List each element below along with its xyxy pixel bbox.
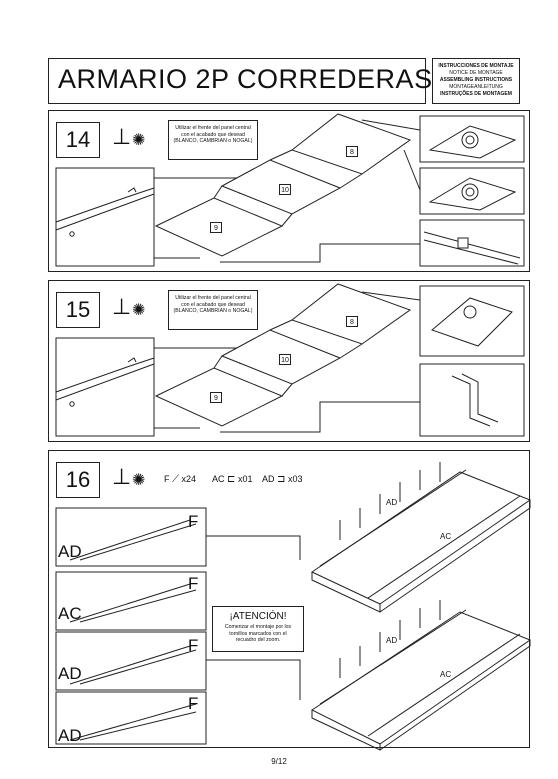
hardware-ad-qty: x03 <box>287 474 303 484</box>
step-14-note: Utilizar el frente del panel central con… <box>168 120 258 160</box>
screw-icon: ⊥ <box>112 464 132 489</box>
hardware-ad: AD ⊐ x03 <box>262 474 302 485</box>
attention-box: ¡ATENCIÓN! Comenzar el montaje por los t… <box>212 606 304 652</box>
callout-ad: AD <box>58 542 82 561</box>
dowel-icon: ✺ <box>132 472 146 489</box>
part-label-8: 8 <box>346 316 358 327</box>
page-number: 9/12 <box>271 757 287 766</box>
bracket-icon: ⊏ <box>227 474 236 485</box>
drawing-label-ac: AC <box>440 532 452 541</box>
title-box <box>48 58 426 104</box>
drawing-label-ac: AC <box>440 670 452 679</box>
hardware-ac-qty: x01 <box>237 474 253 484</box>
hardware-ac: AC ⊏ x01 <box>212 474 252 485</box>
lang-fr: NOTICE DE MONTAGE <box>449 70 503 76</box>
hardware-ad-code: AD <box>262 474 275 484</box>
screw-icon: ⟋ <box>172 474 180 485</box>
attention-text: Comenzar el montaje por los tornillos ma… <box>224 624 292 643</box>
callout-f: F <box>188 512 199 531</box>
step-16-number: 16 <box>56 462 100 498</box>
callout-ad: AD <box>58 726 82 745</box>
step-14-number: 14 <box>56 122 100 158</box>
hardware-f: F ⟋ x24 <box>164 474 196 485</box>
part-label-9: 9 <box>210 392 222 403</box>
hardware-ac-code: AC <box>212 474 225 484</box>
dowel-icon: ✺ <box>132 302 146 319</box>
callout-ad: AD <box>58 664 82 683</box>
language-box: INSTRUCCIONES DE MONTAJE NOTICE DE MONTA… <box>432 58 520 104</box>
part-label-10: 10 <box>279 184 291 195</box>
callout-ac: AC <box>58 604 82 623</box>
hardware-f-code: F <box>164 474 170 484</box>
lang-es: INSTRUCCIONES DE MONTAJE <box>438 63 514 69</box>
callout-f: F <box>188 636 199 655</box>
dowel-icon: ✺ <box>132 132 146 149</box>
screw-icon: ⊥ <box>112 294 132 319</box>
callout-f: F <box>188 694 199 713</box>
part-label-8: 8 <box>346 146 358 157</box>
drawing-label-ad: AD <box>386 636 398 645</box>
bracket-icon: ⊐ <box>277 474 286 485</box>
step-15-note: Utilizar el frente del panel central con… <box>168 290 258 330</box>
attention-title: ¡ATENCIÓN! <box>229 611 287 622</box>
lang-de: MONTAGEANLEITUNG <box>449 84 503 90</box>
step-15-number: 15 <box>56 292 100 328</box>
part-label-9: 9 <box>210 222 222 233</box>
lang-en: ASSEMBLING INSTRUCTIONS <box>439 77 513 83</box>
callout-f: F <box>188 574 199 593</box>
part-label-10: 10 <box>279 354 291 365</box>
screw-icon: ⊥ <box>112 124 132 149</box>
page-title: ARMARIO 2P CORREDERAS <box>58 64 433 94</box>
drawing-label-ad: AD <box>386 498 398 507</box>
lang-pt: INSTRUÇÕES DE MONTAGEM <box>440 91 512 97</box>
hardware-f-qty: x24 <box>181 474 197 484</box>
